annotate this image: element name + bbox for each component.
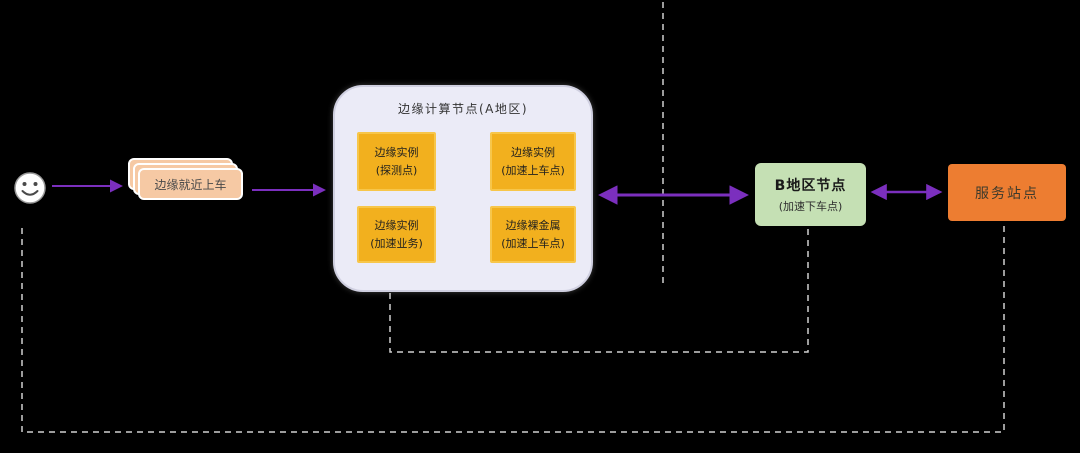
edge-instance-accel-business-line2: (加速业务) <box>370 236 423 250</box>
edge-instance-probe-line1: 边缘实例 <box>374 146 419 160</box>
user-node <box>12 170 48 206</box>
edge-instance-accel-business-line1: 边缘实例 <box>374 219 419 233</box>
edge-baremetal-accel-onboard-line2: (加速上车点) <box>501 236 565 250</box>
edge-instance-accel-onboard: 边缘实例 (加速上车点) <box>490 132 576 191</box>
edge-instance-probe-line2: (探测点) <box>375 163 418 177</box>
smiley-face-icon <box>14 172 46 204</box>
service-site-node: 服务站点 <box>948 164 1066 221</box>
edge-instance-probe: 边缘实例 (探测点) <box>357 132 436 191</box>
edge-compute-node: 边缘计算节点(A地区) 边缘实例 (探测点) 边缘实例 (加速上车点) 边缘实例… <box>333 85 593 292</box>
edge-onboard-label: 边缘就近上车 <box>154 177 227 192</box>
edge-instance-accel-business: 边缘实例 (加速业务) <box>357 206 436 263</box>
edge-instance-accel-onboard-line2: (加速上车点) <box>501 163 565 177</box>
edge-compute-title: 边缘计算节点(A地区) <box>397 102 529 116</box>
edge-onboard-node: 边缘就近上车 <box>128 158 250 208</box>
edge-baremetal-accel-onboard-line1: 边缘裸金属 <box>505 219 561 233</box>
edge-baremetal-accel-onboard: 边缘裸金属 (加速上车点) <box>490 206 576 263</box>
region-b-subtitle: (加速下车点) <box>778 200 843 213</box>
edge-instance-accel-onboard-line1: 边缘实例 <box>511 146 555 160</box>
region-b-title: B地区节点 <box>774 178 847 194</box>
service-site-label: 服务站点 <box>975 185 1039 202</box>
region-b-node: B地区节点 (加速下车点) <box>755 163 866 226</box>
stack-card-front: 边缘就近上车 <box>138 168 243 200</box>
